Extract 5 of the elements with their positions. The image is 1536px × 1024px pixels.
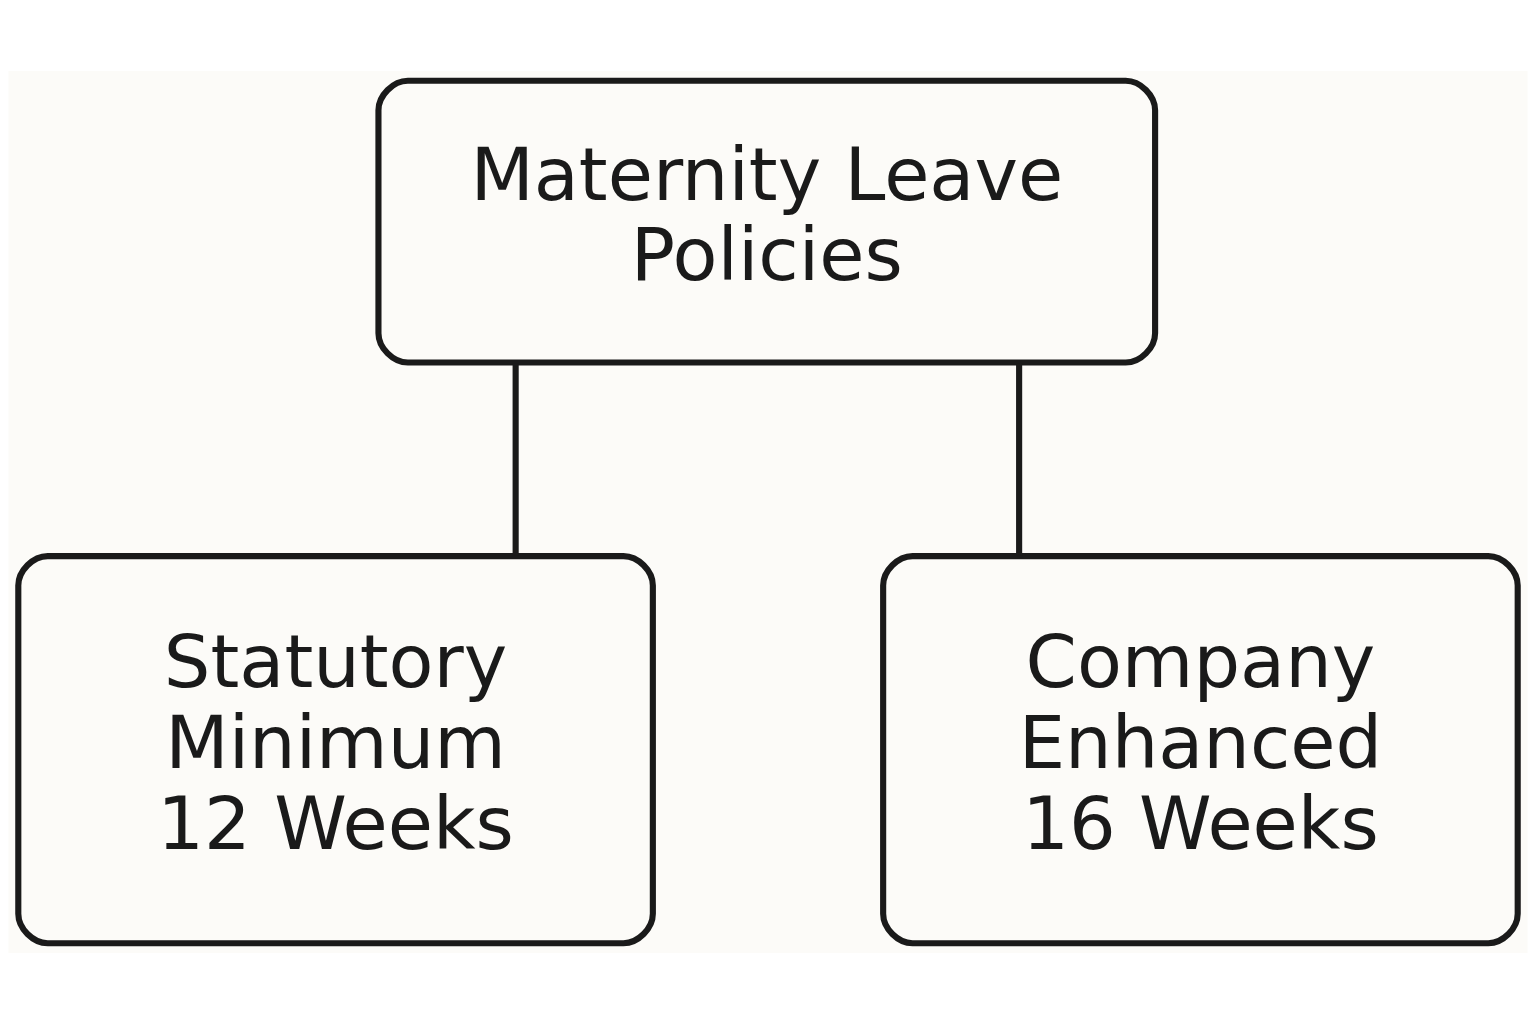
node-box: Maternity Leave Policies xyxy=(375,77,1159,366)
connector xyxy=(512,363,519,556)
node-box: Company Enhanced 16 Weeks xyxy=(880,553,1521,947)
node-box: Statutory Minimum 12 Weeks xyxy=(15,553,656,947)
connector xyxy=(1016,363,1023,556)
